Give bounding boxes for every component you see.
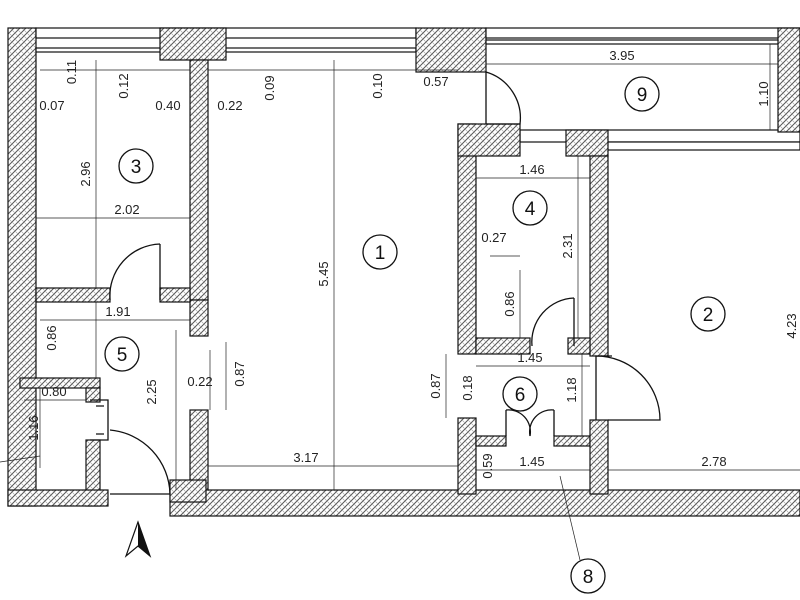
dim-r1-a: 0.22 (217, 98, 242, 113)
door-r2 (595, 355, 661, 421)
door-r3 (109, 243, 161, 301)
wall-wc-top (19, 377, 101, 389)
wall-pier-2 (415, 27, 487, 73)
dim-wc-h: 1.16 (26, 415, 41, 440)
room-circle-4 (512, 190, 548, 226)
wall-r3-bottom (35, 287, 111, 303)
north-arrow-icon (124, 520, 152, 558)
dim-r8-a: 0.59 (480, 453, 495, 478)
dim-r3-b: 0.11 (64, 60, 79, 84)
wall-r1-r4 (457, 123, 477, 355)
wall-r4-bottom (475, 337, 531, 355)
wall-wc-side (85, 387, 101, 403)
dim-r1-w: 3.17 (293, 450, 318, 465)
dim-r4-w: 1.46 (519, 162, 544, 177)
door-r6-left (505, 409, 532, 437)
wall-r3-bottom2 (159, 287, 191, 303)
dim-r4-a: 0.27 (481, 230, 506, 245)
room-number-8: 8 (583, 567, 594, 588)
dim-r9-w: 3.95 (609, 48, 634, 63)
dim-r6-w: 1.45 (517, 350, 542, 365)
dim-r5-w: 1.91 (105, 304, 130, 319)
dimension-lines (0, 44, 800, 561)
dim-r3-a: 0.07 (39, 98, 64, 113)
doors (90, 71, 661, 495)
dim-r5-a: 0.86 (44, 325, 59, 350)
dim-r1-c: 0.10 (370, 73, 385, 98)
dim-wc-w: 0.80 (41, 384, 66, 399)
room-labels (104, 76, 726, 594)
dim-r1-d: 0.57 (423, 74, 448, 89)
wall-outer-left (7, 27, 37, 507)
door-r1-top (485, 71, 522, 125)
dim-r2-w: 2.78 (701, 454, 726, 469)
wall-r6-bottom2 (553, 435, 591, 447)
room-numbers: 1 2 3 4 5 6 8 9 (117, 85, 714, 588)
wall-r4-top2 (565, 129, 609, 157)
dim-r3-c: 0.12 (116, 73, 131, 98)
wall-r3-r1-lower (189, 299, 209, 337)
wall-r9-bottom (519, 129, 800, 143)
wall-r4-top (457, 123, 521, 157)
room-circle-6 (502, 376, 538, 412)
room-circle-2 (690, 296, 726, 332)
wall-bottom-main (169, 489, 800, 517)
wall-bottom-left (7, 489, 109, 507)
dimension-labels: 3.95 1.10 0.07 0.11 0.12 0.40 2.96 2.02 … (26, 48, 799, 479)
room-number-2: 2 (703, 305, 714, 326)
door-wc (90, 399, 109, 441)
wall-pier-1 (159, 27, 227, 61)
wall-r9-top2 (485, 39, 800, 45)
dim-r5-h: 2.25 (144, 379, 159, 404)
wall-r9-top (485, 27, 800, 39)
walls (7, 27, 800, 517)
room-number-1: 1 (375, 243, 386, 264)
dim-r1-f: 0.87 (232, 361, 247, 386)
room-number-4: 4 (525, 199, 536, 220)
room-circle-8 (570, 558, 606, 594)
dim-r9-h: 1.10 (756, 81, 771, 106)
room-circle-9 (624, 76, 660, 112)
room-circle-5 (104, 336, 140, 372)
door-entry (109, 429, 171, 495)
room-number-9: 9 (637, 85, 648, 106)
room-number-3: 3 (131, 157, 142, 178)
wall-right-pier (777, 27, 800, 133)
wall-r6-bottom (475, 435, 507, 447)
wall-r4-r2 (589, 155, 609, 357)
wall-r9-bottom2 (599, 141, 800, 151)
room-circle-3 (118, 148, 154, 184)
door-r6-right (528, 409, 555, 437)
dim-r1-b: 0.09 (262, 75, 277, 100)
wall-bottom-stub (169, 479, 207, 503)
dim-r3-d: 0.40 (155, 98, 180, 113)
dim-r1-e: 0.22 (187, 374, 212, 389)
dim-r4-h: 2.31 (560, 233, 575, 258)
dim-r3-h: 2.96 (78, 161, 93, 186)
dim-r3-w: 2.02 (114, 202, 139, 217)
wall-r4-bottom2 (567, 337, 591, 355)
room-number-5: 5 (117, 345, 128, 366)
dim-r6-h: 1.18 (564, 377, 579, 402)
dim-r6-b: 0.18 (460, 375, 475, 400)
wall-r8-r2 (589, 419, 609, 495)
dim-r6-a: 0.87 (428, 373, 443, 398)
dim-r8-w: 1.45 (519, 454, 544, 469)
dim-r2-h: 4.23 (784, 313, 799, 338)
room-circle-1 (362, 234, 398, 270)
dim-r1-h: 5.45 (316, 261, 331, 286)
wall-r3-r1 (189, 59, 209, 301)
door-r4 (531, 297, 575, 347)
wall-r1-r8 (457, 417, 477, 495)
dim-r4-b: 0.86 (502, 291, 517, 316)
room-number-6: 6 (515, 385, 526, 406)
